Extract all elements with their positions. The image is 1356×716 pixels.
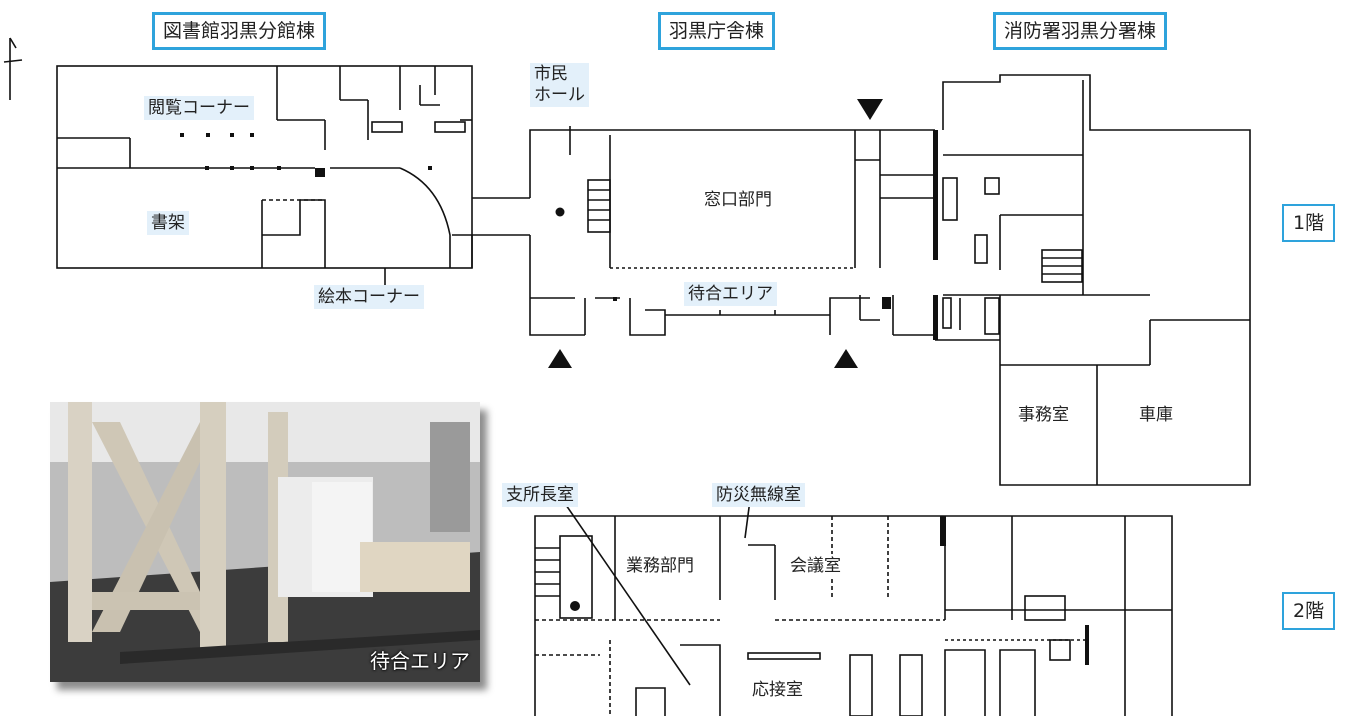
waiting-area-label: 待合エリア — [684, 282, 777, 306]
library-pillars — [180, 133, 432, 177]
library-building-title: 図書館羽黒分館棟 — [152, 12, 327, 50]
second-floor-outline — [534, 515, 1173, 716]
floor-1-label: 1階 — [1282, 204, 1336, 242]
fire-station-outline — [935, 74, 1251, 486]
floor-2-label: 2階 — [1282, 592, 1336, 630]
reception-room-label: 応接室 — [748, 678, 807, 702]
waiting-area-image — [50, 402, 480, 682]
branch-manager-room-label: 支所長室 — [502, 483, 578, 507]
reading-corner-label: 閲覧コーナー — [144, 96, 254, 120]
service-counter-label: 窓口部門 — [700, 188, 776, 212]
office-building-title: 羽黒庁舎棟 — [658, 12, 776, 50]
picture-book-corner-label: 絵本コーナー — [314, 285, 424, 309]
citizen-hall-label: 市民 ホール — [530, 63, 589, 107]
fire-office-label: 事務室 — [1014, 403, 1073, 427]
disaster-radio-room-label: 防災無線室 — [712, 483, 805, 507]
entrance-marker-north — [857, 99, 883, 120]
business-section-label: 業務部門 — [622, 554, 698, 578]
library-building-outline — [56, 65, 473, 269]
photo-caption: 待合エリア — [370, 649, 470, 673]
waiting-area-photo: 待合エリア — [50, 402, 480, 682]
north-arrow-icon — [3, 37, 23, 100]
office-building-outline — [529, 129, 935, 336]
meeting-room-label: 会議室 — [786, 554, 845, 578]
fire-station-building-title: 消防署羽黒分署棟 — [993, 12, 1168, 50]
entrance-marker-sw — [548, 349, 572, 368]
entrance-marker-se — [834, 349, 858, 368]
bookshelves-label: 書架 — [147, 211, 189, 235]
garage-label: 車庫 — [1135, 403, 1177, 427]
